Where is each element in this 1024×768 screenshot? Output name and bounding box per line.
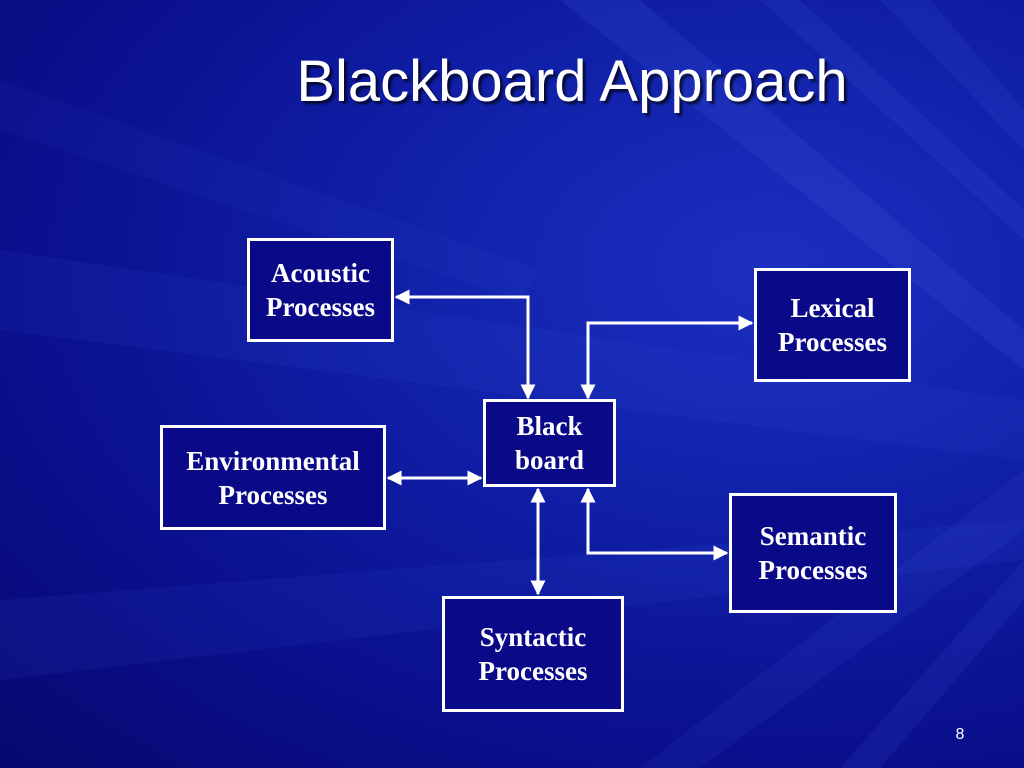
node-environmental-processes: Environmental Processes (160, 425, 386, 530)
node-label-line: board (514, 445, 585, 475)
node-label-line: Processes (266, 292, 375, 322)
slide-title: Blackboard Approach (296, 49, 848, 114)
node-syntactic-processes: Syntactic Processes (442, 596, 624, 712)
node-label-line: Environmental (186, 445, 360, 476)
title-area: Blackboard Approach (0, 0, 1024, 140)
node-lexical-processes: Lexical Processes (754, 268, 911, 382)
node-acoustic-processes: Acoustic Processes (247, 238, 394, 342)
node-semantic-processes: Semantic Processes (729, 493, 897, 613)
node-label-line: Lexical (790, 293, 875, 323)
node-label-line: Syntactic (479, 622, 587, 652)
node-label-line: Black (516, 411, 583, 441)
page-number: 8 (955, 726, 965, 743)
node-label-line: Processes (758, 555, 868, 585)
node-label-line: Semantic (759, 521, 867, 551)
node-blackboard: Black board (483, 399, 616, 487)
node-label-line: Acoustic (271, 258, 370, 288)
node-label-line: Processes (218, 479, 328, 510)
node-label-line: Processes (778, 327, 887, 357)
node-label-line: Processes (478, 656, 588, 686)
